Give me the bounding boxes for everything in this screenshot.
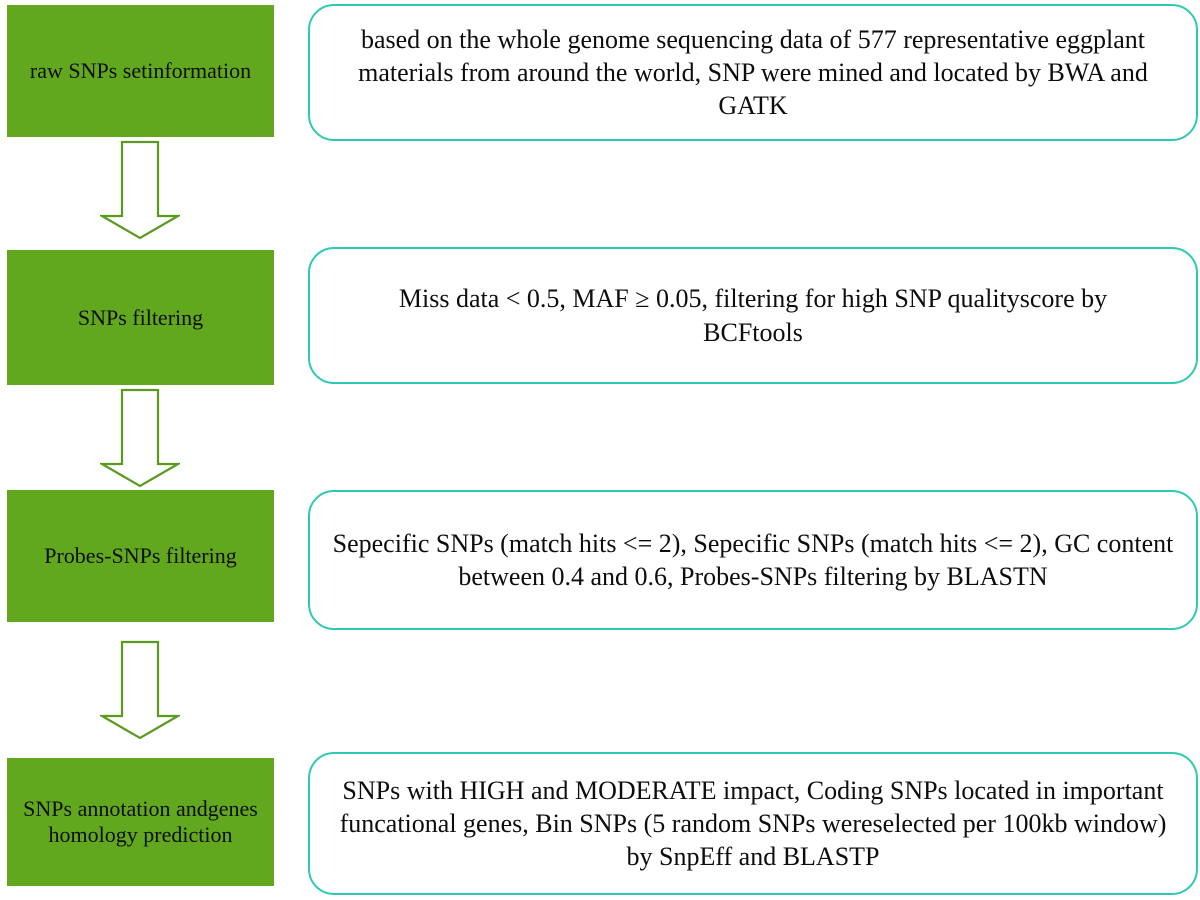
step-description-text: Miss data < 0.5, MAF ≥ 0.05, filtering f…	[398, 284, 1108, 347]
step-description-text: Sepecific SNPs (match hits <= 2), Sepeci…	[332, 528, 1174, 591]
step-description-probes-snps-filtering: Sepecific SNPs (match hits <= 2), Sepeci…	[308, 490, 1198, 630]
step-description-text: SNPs with HIGH and MODERATE impact, Codi…	[339, 775, 1167, 872]
step-label: Probes-SNPs filtering	[44, 543, 237, 569]
step-label: SNPs annotation andgenes homology predic…	[23, 796, 258, 847]
step-box-snps-filtering: SNPs filtering	[7, 250, 274, 385]
step-box-snps-annotation: SNPs annotation andgenes homology predic…	[7, 758, 274, 886]
step-description-raw-snps: based on the whole genome sequencing dat…	[308, 4, 1198, 141]
step-description-text: based on the whole genome sequencing dat…	[358, 24, 1148, 121]
step-label: SNPs filtering	[77, 304, 204, 330]
step-box-raw-snps: raw SNPs setinformation	[7, 5, 274, 137]
step-description-snps-filtering: Miss data < 0.5, MAF ≥ 0.05, filtering f…	[308, 247, 1198, 384]
down-arrow-icon	[100, 388, 180, 488]
down-arrow-icon	[100, 640, 180, 740]
step-box-probes-snps-filtering: Probes-SNPs filtering	[7, 490, 274, 622]
step-description-snps-annotation: SNPs with HIGH and MODERATE impact, Codi…	[308, 752, 1198, 895]
step-label: raw SNPs setinformation	[29, 58, 252, 84]
down-arrow-icon	[100, 140, 180, 240]
